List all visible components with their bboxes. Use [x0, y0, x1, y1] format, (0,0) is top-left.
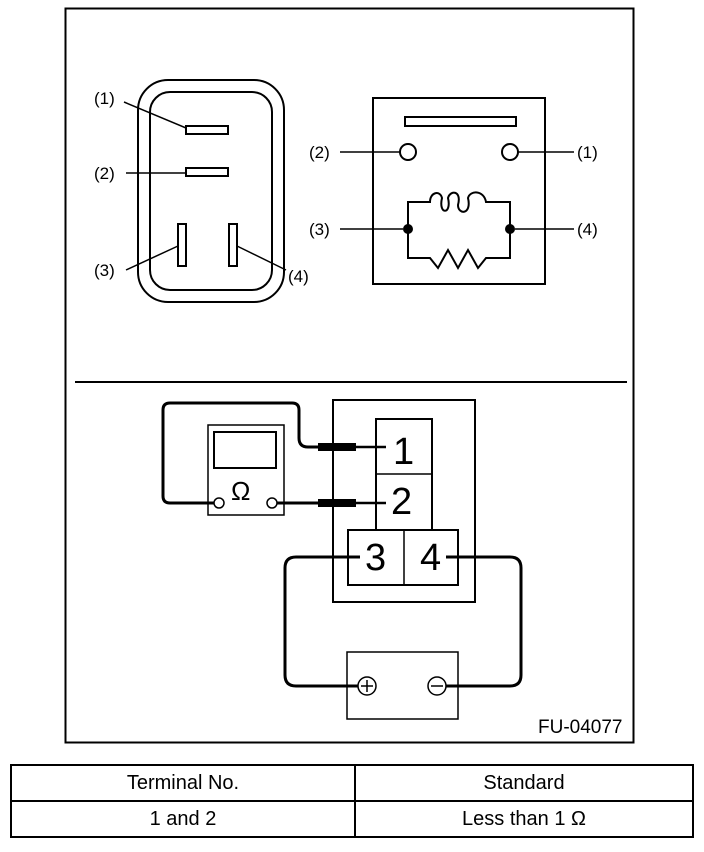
junction-4 [505, 224, 515, 234]
cell-standard: Less than 1 Ω [354, 800, 694, 838]
ohmmeter-jack-left [213, 497, 225, 509]
terminal-1-label: 1 [393, 431, 414, 473]
table-row: 1 and 2 Less than 1 Ω [10, 800, 694, 838]
schematic-label-1: (1) [577, 143, 598, 162]
connector-label-1: (1) [94, 89, 115, 108]
schematic-label-4: (4) [577, 220, 598, 239]
schematic-label-2: (2) [309, 143, 330, 162]
header-standard: Standard [354, 764, 694, 802]
connector-pin-2 [185, 167, 229, 177]
battery-wire-positive [283, 555, 360, 688]
probe-2 [318, 499, 356, 507]
leader-line-3 [125, 245, 179, 271]
test-setup: 1 2 3 4 Ω [161, 399, 523, 720]
terminal-4-label: 4 [420, 537, 441, 579]
battery-wire-negative [446, 555, 523, 688]
connector-label-3: (3) [94, 261, 115, 280]
connector-label-4: (4) [288, 267, 309, 286]
connector-view: (1) (2) (3) (4) [94, 79, 309, 303]
ohm-symbol: Ω [231, 476, 250, 506]
leader-line-4 [236, 245, 287, 271]
ohmmeter-jack-right [266, 497, 278, 509]
schematic-view: (2) (1) (3) (4) [309, 97, 598, 285]
relay-contact-bar [404, 116, 517, 127]
connector-pin-3 [177, 223, 187, 267]
figure-code: FU-04077 [538, 717, 623, 738]
terminal-1-circle [501, 143, 519, 161]
junction-3 [403, 224, 413, 234]
header-terminal-no: Terminal No. [10, 764, 356, 802]
connector-label-2: (2) [94, 164, 115, 183]
terminal-2-label: 2 [391, 481, 412, 523]
connector-pin-1 [185, 125, 229, 135]
probe-1 [318, 443, 356, 451]
test-lead-1 [161, 401, 318, 505]
connector-outer-housing [137, 79, 285, 303]
relay-body [372, 97, 546, 285]
connector-pin-4 [228, 223, 238, 267]
leader-line-1 [123, 101, 187, 129]
schematic-label-3: (3) [309, 220, 330, 239]
ohmmeter-display [213, 431, 277, 469]
spec-table: Terminal No. Standard 1 and 2 Less than … [10, 764, 694, 838]
table-header-row: Terminal No. Standard [10, 764, 694, 802]
terminal-3-label: 3 [365, 537, 386, 579]
resistor-symbol [407, 229, 511, 271]
connector-inner-housing [149, 91, 273, 291]
cell-terminal: 1 and 2 [10, 800, 356, 838]
figure-frame [64, 7, 635, 744]
coil-symbol [407, 191, 511, 229]
ohmmeter-body [207, 424, 285, 516]
terminal-2-circle [399, 143, 417, 161]
